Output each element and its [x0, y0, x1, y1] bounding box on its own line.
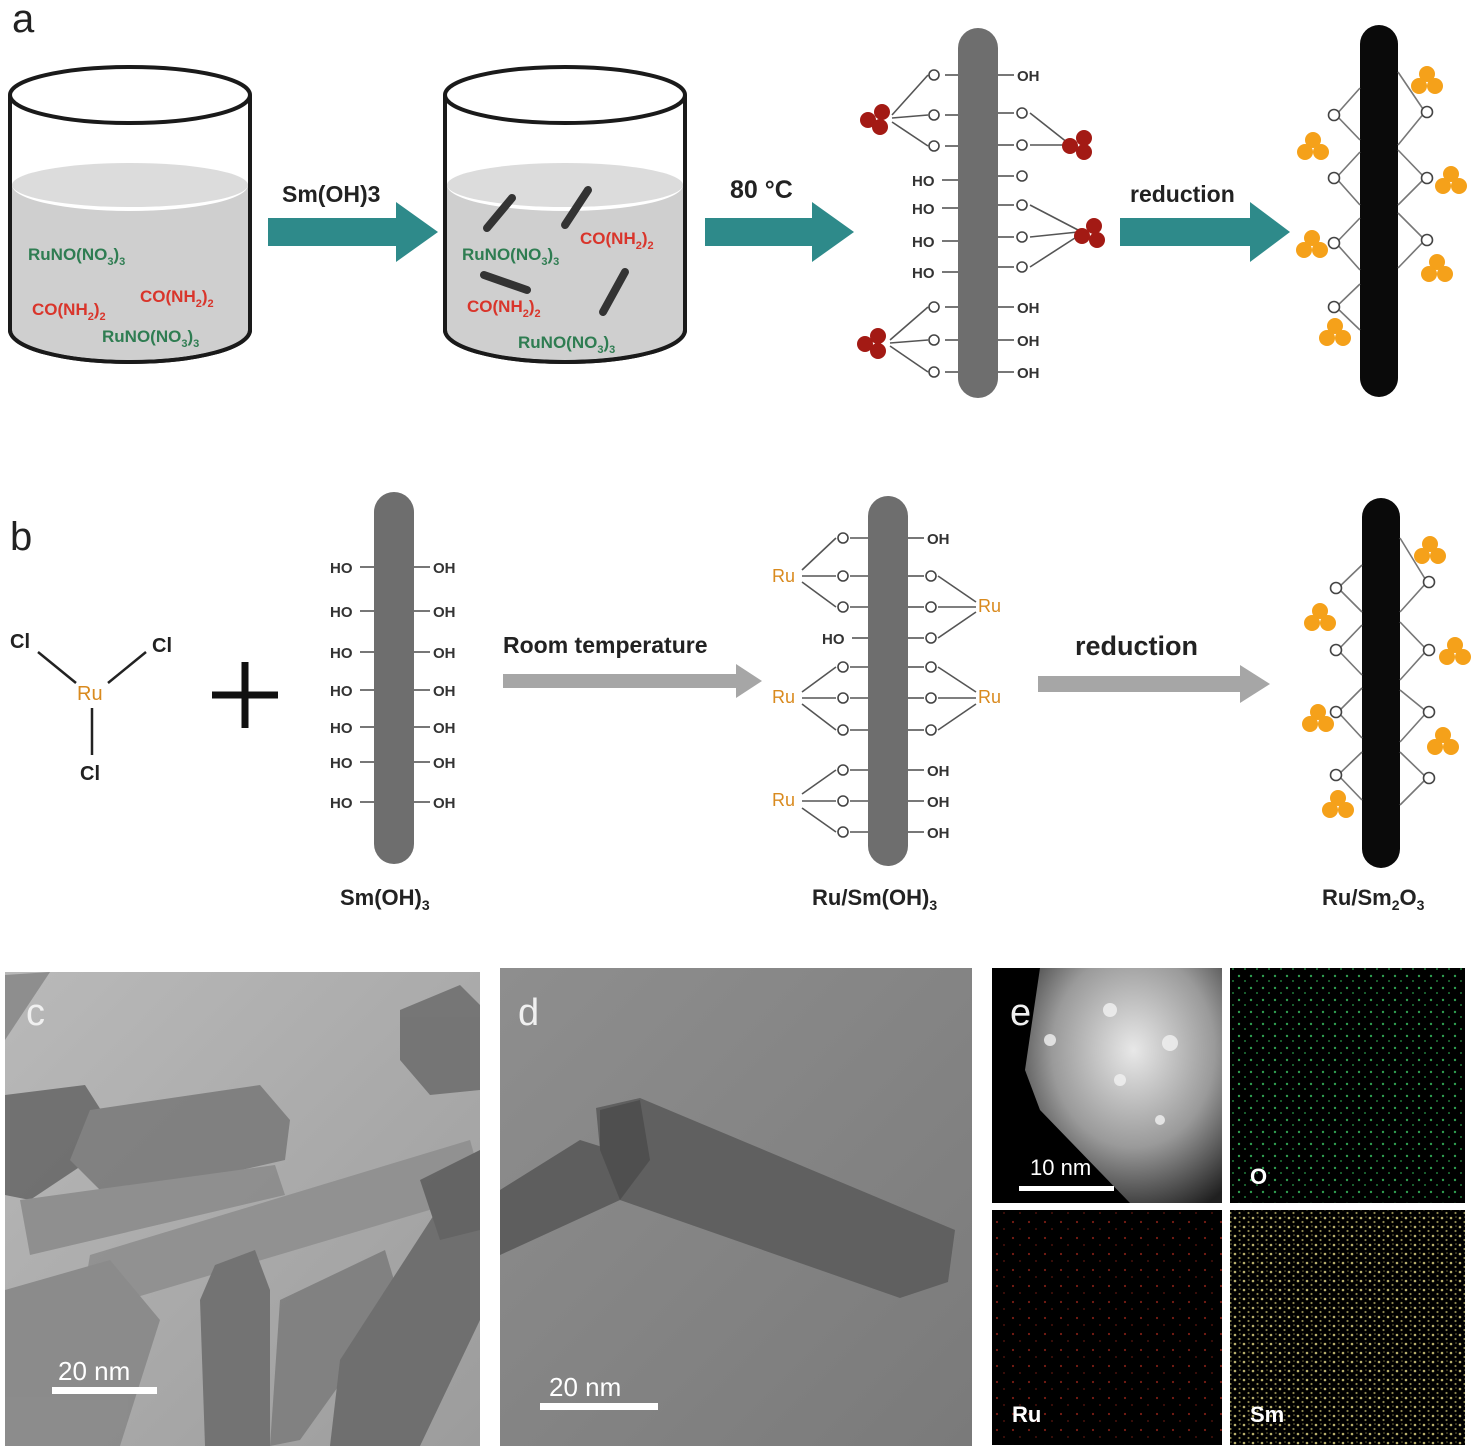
- rucl3-cl-3: Cl: [80, 763, 100, 785]
- panel-c-tem: c 20 nm: [5, 972, 480, 1446]
- panel-e-map-o: O: [1230, 968, 1465, 1203]
- arrow-a3: reduction: [1120, 181, 1290, 262]
- caption-ru-sm2o3: Ru/Sm2O3: [1322, 885, 1425, 913]
- panel-a: a RuNO(NO3)3 CO(NH2)2 CO(NH2)2 RuNO(NO3)…: [8, 0, 1467, 398]
- panel-a-letter: a: [12, 0, 35, 41]
- rod-b1-ho-2: HO: [330, 604, 353, 621]
- map-ru-label: Ru: [1012, 1402, 1041, 1427]
- rod-b1-ho-7: HO: [330, 795, 353, 812]
- rod-b1-oh-2: OH: [433, 604, 456, 621]
- map-o-label: O: [1250, 1164, 1267, 1189]
- rod-b1-oh-6: OH: [433, 755, 456, 772]
- panel-c-scale-bar: [52, 1387, 157, 1394]
- rod-a-ho-2: HO: [912, 201, 935, 218]
- arrow-b2: reduction: [1038, 631, 1270, 703]
- rod-b1-oh-7: OH: [433, 795, 456, 812]
- rod-b1-ho-4: HO: [330, 683, 353, 700]
- beaker1-label-runo-2: RuNO(NO3)3: [102, 327, 199, 350]
- rod-b2-ru-1: Ru: [772, 566, 795, 586]
- rod-b1-ho-1: HO: [330, 560, 353, 577]
- rod-b1-oh-4: OH: [433, 683, 456, 700]
- caption-sm-oh3: Sm(OH)3: [340, 885, 430, 913]
- rod-a-gray-groups: [889, 74, 1079, 373]
- rod-a-gray-o-circles: [928, 69, 1028, 378]
- panel-d-tem: d 20 nm: [500, 968, 972, 1446]
- rod-b1: HO HO HO HO HO HO HO OH OH OH OH OH OH O…: [330, 492, 456, 913]
- rod-a-ho-1: HO: [912, 173, 935, 190]
- panel-d-letter: d: [518, 992, 539, 1034]
- panel-e: e 10 nm O Ru Sm: [992, 968, 1465, 1445]
- map-sm-label: Sm: [1250, 1402, 1284, 1427]
- panel-c-scale-label: 20 nm: [58, 1356, 130, 1386]
- panel-e-map-sm: Sm: [1230, 1210, 1465, 1445]
- rod-a-gray: OH OH OH OH HO HO HO HO: [857, 28, 1105, 398]
- rod-b2-oh-3: OH: [927, 794, 950, 811]
- panel-d-scale-bar: [540, 1403, 658, 1410]
- rod-a-oh-4: OH: [1017, 365, 1040, 382]
- plus-sign: [212, 662, 278, 728]
- rod-b2-ru-4: Ru: [978, 687, 1001, 707]
- arrow-b2-label: reduction: [1075, 631, 1198, 661]
- beaker2-label-urea-2: CO(NH2)2: [467, 297, 541, 320]
- rod-a-ho-4: HO: [912, 265, 935, 282]
- rod-b2-oh-4: OH: [927, 825, 950, 842]
- beaker1-label-runo-1: RuNO(NO3)3: [28, 245, 125, 268]
- rod-b2-oh-1: OH: [927, 531, 950, 548]
- rod-a-oh-2: OH: [1017, 300, 1040, 317]
- rucl3-cl-2: Cl: [152, 635, 172, 657]
- rod-b1-ho-3: HO: [330, 645, 353, 662]
- rod-b1-ho-6: HO: [330, 755, 353, 772]
- panel-e-scale-bar: [1019, 1186, 1114, 1191]
- rod-a-red-clusters: [857, 104, 1105, 359]
- beaker1-label-urea-1: CO(NH2)2: [32, 300, 106, 323]
- caption-ru-sm-oh3: Ru/Sm(OH)3: [812, 885, 937, 913]
- rod-b1-ho-5: HO: [330, 720, 353, 737]
- beaker2-label-runo-1: RuNO(NO3)3: [462, 245, 559, 268]
- rod-b3: Ru/Sm2O3: [1302, 498, 1471, 913]
- panel-e-haadf: e 10 nm: [992, 968, 1222, 1203]
- arrow-b1-label: Room temperature: [503, 632, 707, 658]
- panel-c-letter: c: [26, 992, 45, 1034]
- rod-a-black: [1296, 25, 1467, 397]
- rod-b2-ru-5: Ru: [772, 790, 795, 810]
- arrow-b1: Room temperature: [503, 632, 762, 698]
- arrow-a1-label: Sm(OH)3: [282, 181, 380, 207]
- beaker2-label-runo-2: RuNO(NO3)3: [518, 333, 615, 356]
- rod-a-oh-1: OH: [1017, 68, 1040, 85]
- rod-b2-ho-1: HO: [822, 631, 845, 648]
- beaker2-label-urea-1: CO(NH2)2: [580, 229, 654, 252]
- panel-e-scale-label: 10 nm: [1030, 1155, 1091, 1180]
- panel-e-map-ru: Ru: [992, 1210, 1222, 1445]
- beaker1-label-urea-2: CO(NH2)2: [140, 287, 214, 310]
- rod-a-ho-3: HO: [912, 234, 935, 251]
- rod-b1-oh-3: OH: [433, 645, 456, 662]
- panel-d-scale-label: 20 nm: [549, 1372, 621, 1402]
- panel-b: b Ru Cl Cl Cl HO HO: [10, 492, 1471, 913]
- arrow-a2: 80 °C: [705, 176, 854, 262]
- beaker-1: RuNO(NO3)3 CO(NH2)2 CO(NH2)2 RuNO(NO3)3: [8, 65, 252, 364]
- beaker-2: RuNO(NO3)3 CO(NH2)2 CO(NH2)2 RuNO(NO3)3: [443, 65, 687, 364]
- rod-b2: OH OH OH OH HO Ru Ru Ru Ru Ru Ru/Sm(OH)3: [772, 496, 1001, 913]
- rod-a-orange-clusters: [1296, 66, 1467, 346]
- panel-e-letter: e: [1010, 992, 1031, 1034]
- rod-b2-ru-2: Ru: [978, 596, 1001, 616]
- rucl3-ru: Ru: [77, 683, 103, 705]
- rucl3-cl-1: Cl: [10, 631, 30, 653]
- rod-b1-oh-1: OH: [433, 560, 456, 577]
- arrow-a2-label: 80 °C: [730, 176, 793, 204]
- panel-b-letter: b: [10, 515, 32, 559]
- arrow-a1: Sm(OH)3: [268, 181, 438, 262]
- rod-b1-oh-5: OH: [433, 720, 456, 737]
- rod-b2-oh-2: OH: [927, 763, 950, 780]
- rod-b2-ru-3: Ru: [772, 687, 795, 707]
- rucl3-molecule: Ru Cl Cl Cl: [10, 631, 172, 785]
- rod-a-oh-3: OH: [1017, 333, 1040, 350]
- arrow-a3-label: reduction: [1130, 181, 1235, 207]
